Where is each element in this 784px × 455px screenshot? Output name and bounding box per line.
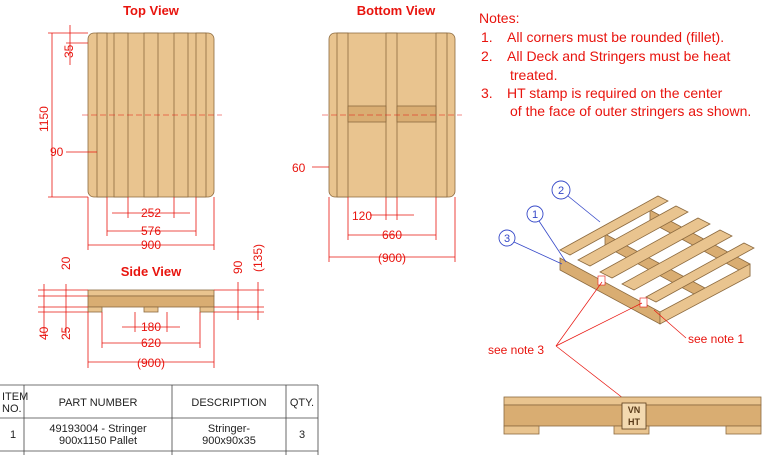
- side-dim-25: 25: [59, 326, 73, 340]
- side-view: Side View 20 40 25 90 (135) 180 620: [37, 244, 265, 370]
- note1-leader: [653, 309, 687, 339]
- bom-header-qty: QTY.: [290, 397, 314, 409]
- balloon-1-label: 1: [532, 209, 538, 221]
- side-dim-135: (135): [251, 244, 265, 272]
- side-bottom-board-2: [143, 306, 159, 313]
- iso-stamp-front: [597, 275, 606, 286]
- note-2-line-1: All Deck and Stringers must be heat: [507, 48, 730, 64]
- note-3-number: 3.: [481, 85, 493, 101]
- side-dim-90: 90: [231, 260, 245, 274]
- side-dim-20: 20: [59, 256, 73, 270]
- bom-row-item: 1: [10, 429, 16, 441]
- note-3-line-1: HT stamp is required on the center: [507, 85, 723, 101]
- balloon-3-leader: [513, 241, 563, 265]
- iso-side-face: [659, 263, 751, 325]
- top-dim-252: 252: [141, 206, 161, 220]
- iso-deck-board-1: [559, 195, 669, 256]
- bottom-dim-660: 660: [382, 228, 402, 242]
- note3-leader-b: [555, 302, 643, 347]
- ht-stamp-line-1: VN: [628, 405, 641, 415]
- detail-bottom-board-1: [503, 425, 540, 435]
- top-view-title: Top View: [123, 3, 180, 18]
- callout-note-3: see note 3: [488, 343, 544, 357]
- bom-row-qty: 3: [299, 429, 305, 441]
- iso-stamp-back: [639, 297, 648, 308]
- note3-leader-c: [555, 345, 629, 403]
- iso-deck-board-5: [645, 242, 755, 303]
- notes-heading: Notes:: [479, 10, 519, 26]
- note-2-number: 2.: [481, 48, 493, 64]
- side-view-title: Side View: [121, 264, 182, 279]
- bom-header-item-1: ITEM: [2, 391, 28, 403]
- balloon-2: [551, 180, 571, 200]
- iso-deck-board-4: [621, 229, 733, 291]
- bom-row-desc-2: 900x90x35: [202, 435, 256, 447]
- balloon-1: [526, 205, 544, 223]
- top-dim-576: 576: [141, 224, 161, 238]
- side-dim-900: (900): [137, 356, 165, 370]
- balloon-2-label: 2: [558, 185, 564, 197]
- top-dim-90: 90: [50, 145, 64, 159]
- bom-header-item-2: NO.: [2, 403, 22, 415]
- bottom-dim-60: 60: [292, 161, 306, 175]
- side-dim-40: 40: [37, 326, 51, 340]
- bom-header-desc: DESCRIPTION: [191, 397, 266, 409]
- side-stringer: [87, 295, 215, 308]
- side-bottom-board-3: [199, 306, 215, 313]
- iso-deck-board-2: [577, 205, 689, 267]
- iso-deck-board-3: [599, 217, 711, 279]
- balloon-3: [498, 229, 516, 247]
- bottom-dim-900: (900): [378, 251, 406, 265]
- bom-row-part-2: 900x1150 Pallet: [59, 435, 137, 447]
- balloon-1-leader: [538, 220, 567, 263]
- note-1-line-1: All corners must be rounded (fillet).: [507, 29, 724, 45]
- side-bottom-board-1: [87, 306, 103, 313]
- note-1-number: 1.: [481, 29, 493, 45]
- isometric-view: 2 1 3 see note 3 see note 1: [488, 180, 755, 403]
- note-3-line-2: of the face of outer stringers as shown.: [510, 103, 751, 119]
- note3-leader-a: [555, 281, 603, 347]
- stamp-detail-view: VN HT: [503, 396, 762, 435]
- top-dim-1150: 1150: [37, 106, 51, 132]
- bom-table: ITEM NO. PART NUMBER DESCRIPTION QTY. 1 …: [0, 384, 319, 455]
- ht-stamp: [621, 402, 647, 430]
- bom-header-part: PART NUMBER: [59, 397, 138, 409]
- detail-bottom-board-3: [725, 425, 762, 435]
- note-2-line-2: treated.: [510, 67, 557, 83]
- top-dim-35: 35: [62, 44, 76, 58]
- side-dim-180: 180: [141, 320, 161, 334]
- top-dim-900: 900: [141, 238, 161, 252]
- top-view: Top View 35 1150 90 252 576 90: [37, 3, 222, 252]
- ht-stamp-line-2: HT: [628, 417, 640, 427]
- bottom-dim-120: 120: [352, 209, 372, 223]
- notes-block: Notes: 1. All corners must be rounded (f…: [479, 10, 751, 119]
- balloon-2-leader: [567, 195, 601, 223]
- side-dim-620: 620: [141, 336, 161, 350]
- side-top-deck: [87, 289, 215, 297]
- bom-row-desc-1: Stringer-: [208, 423, 251, 435]
- callout-note-1: see note 1: [688, 332, 744, 346]
- bottom-view-title: Bottom View: [357, 3, 436, 18]
- balloon-3-label: 3: [504, 233, 510, 245]
- bottom-view: Bottom View 60 120 660 (900): [292, 3, 462, 265]
- bottom-block-1: [347, 105, 387, 123]
- bom-row-part-1: 49193004 - Stringer: [49, 423, 147, 435]
- bottom-block-2: [396, 105, 437, 123]
